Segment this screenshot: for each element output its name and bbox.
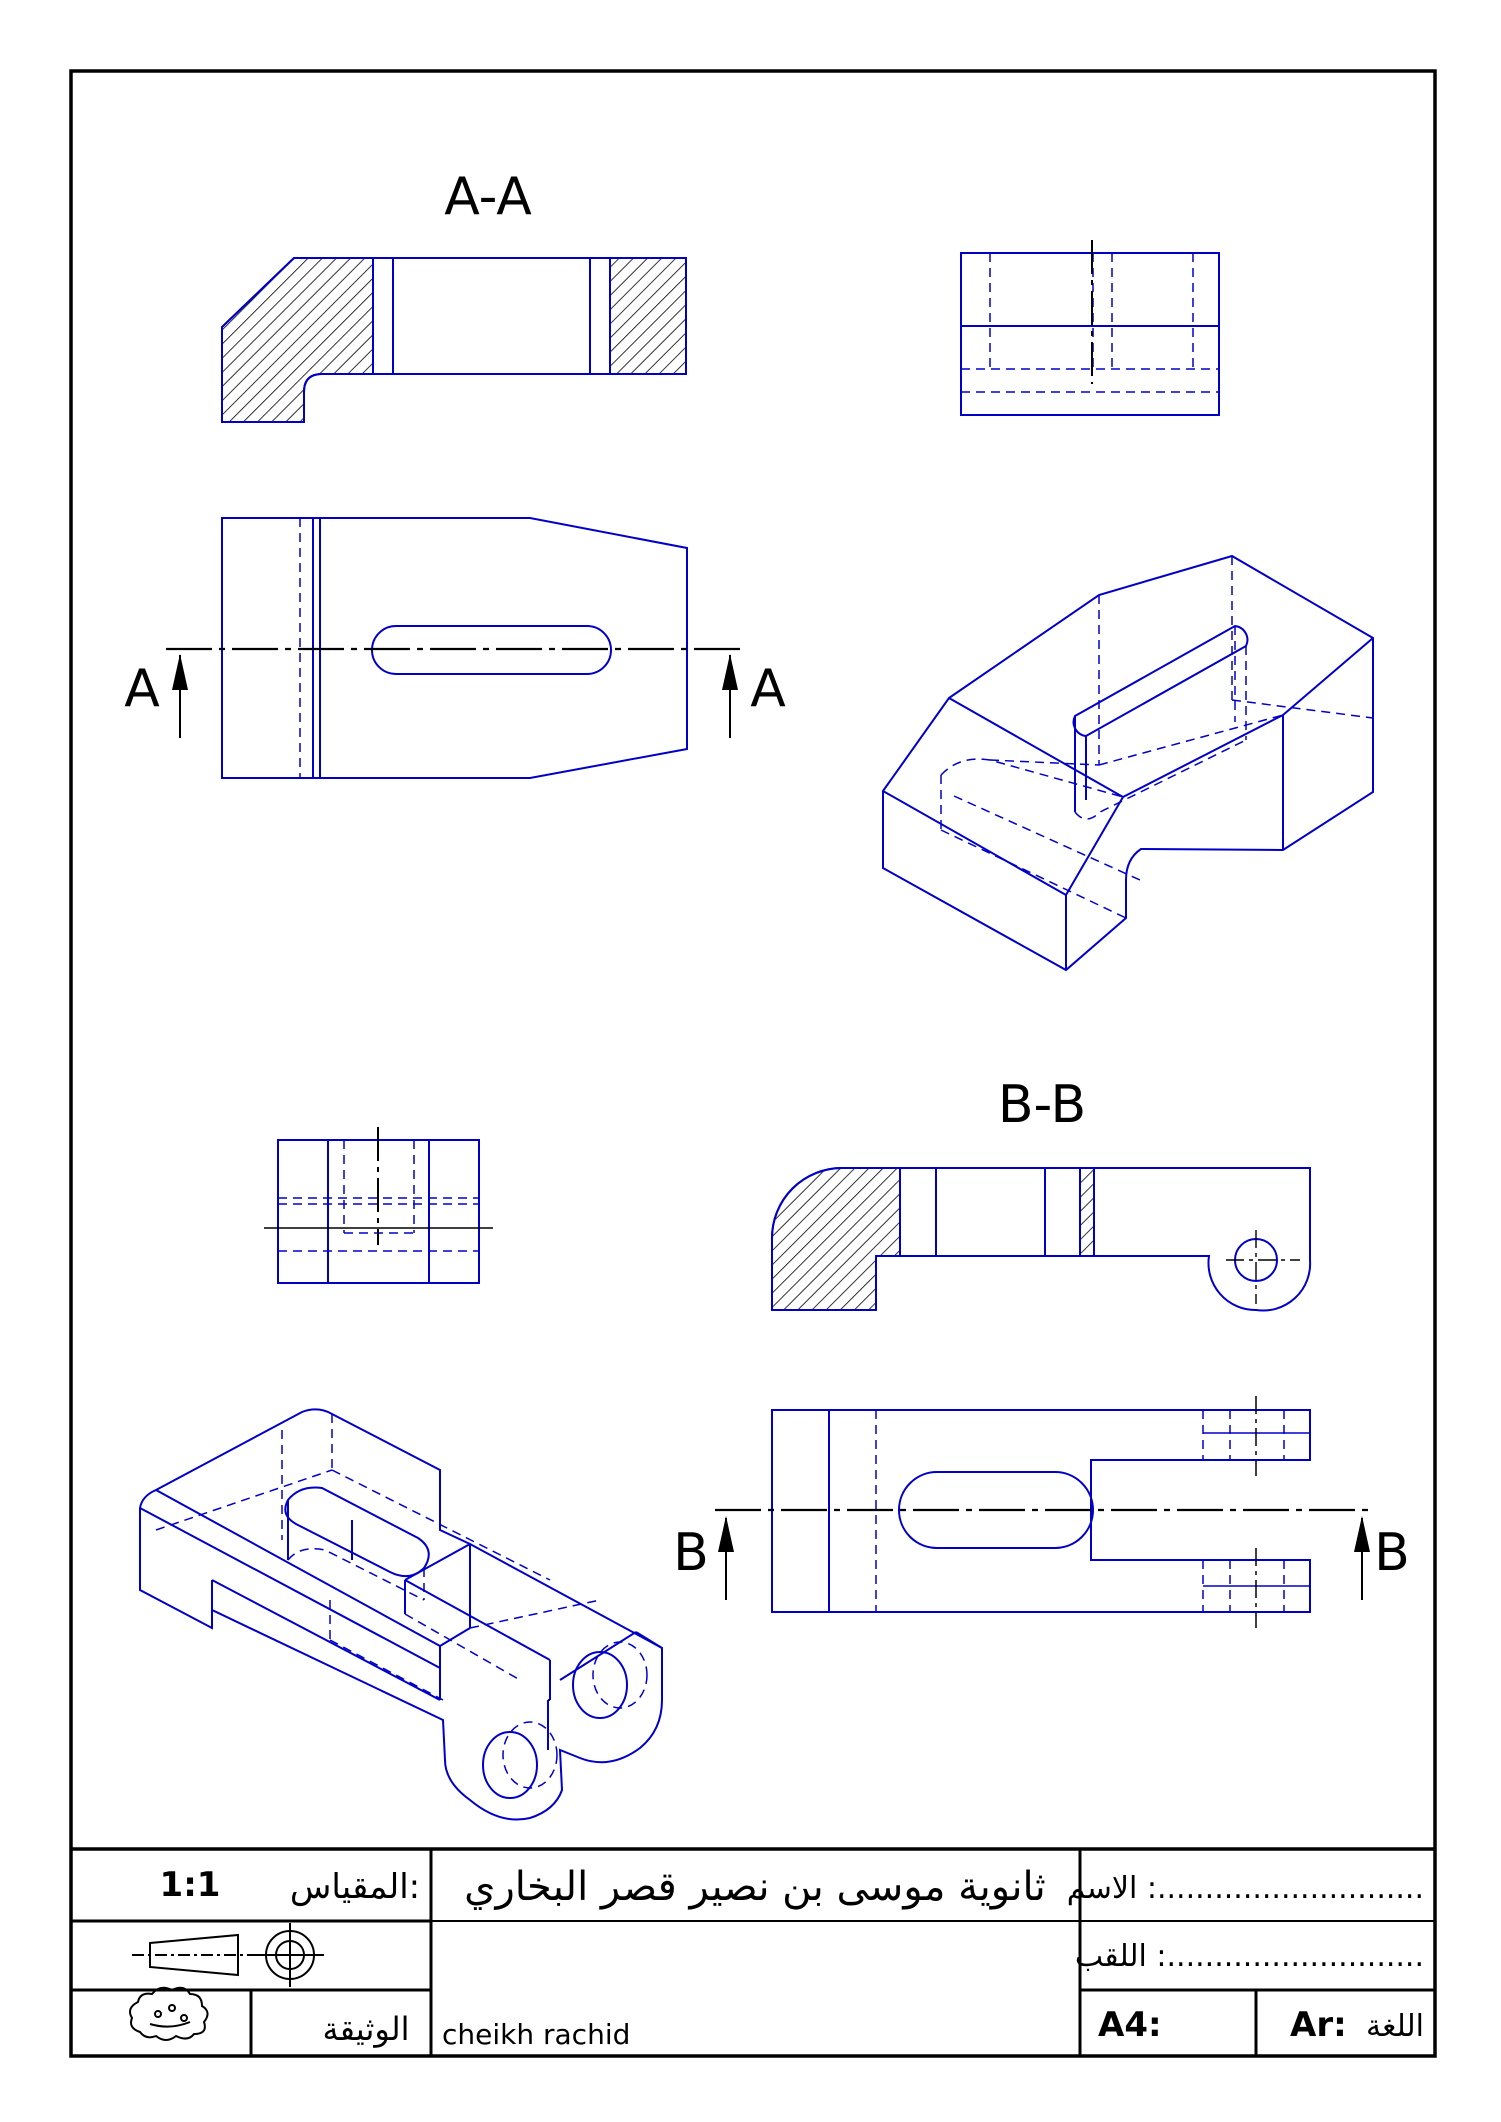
cloud-logo-icon [129, 1986, 209, 2041]
author-name: cheikh rachid [442, 2018, 630, 2051]
language-label: اللغة [1366, 2009, 1424, 2044]
slot-a [371, 625, 612, 675]
scale-cell: المقياس: 1:1 [160, 1865, 421, 1907]
cut-label-b-left: B [673, 1523, 709, 1583]
scale-value: 1:1 [160, 1865, 221, 1905]
side-view-b [264, 1127, 493, 1284]
section-b-title: B-B [998, 1075, 1086, 1135]
section-a-hatch-right [609, 257, 687, 375]
isometric-view-a [882, 554, 1374, 972]
slot-b [898, 1471, 1094, 1549]
cut-label-a-left: A [124, 659, 160, 719]
section-a-a-view: A-A [221, 167, 687, 423]
cut-label-b-right: B [1374, 1523, 1410, 1583]
school-name: ثانوية موسى بن نصير قصر البخاري [464, 1864, 1046, 1910]
name-field: الاسم :............................ [1067, 1871, 1424, 1906]
section-a-hatch-left [221, 257, 374, 423]
surname-field: اللقب :........................... [1075, 1939, 1424, 1974]
scale-label: المقياس: [290, 1867, 420, 1907]
language-value: Ar: [1290, 2005, 1347, 2045]
title-block [71, 1847, 1435, 2056]
side-view-a [960, 240, 1220, 416]
section-b-outline [771, 1167, 1312, 1312]
section-b-hatch-mid [1079, 1167, 1095, 1257]
section-a-outline [221, 257, 687, 423]
top-view-b: B B [673, 1396, 1410, 1628]
format-value: A4: [1098, 2005, 1162, 2045]
document-label: الوثيقة [322, 2010, 409, 2048]
projection-symbol-icon [132, 1923, 324, 1987]
section-a-title: A-A [444, 167, 532, 227]
cut-label-a-right: A [750, 659, 786, 719]
isometric-view-b [139, 1408, 663, 1821]
top-view-a: A A [124, 517, 786, 779]
sheet-frame [69, 69, 1437, 2058]
section-b-b-view: B-B [771, 1075, 1312, 1312]
